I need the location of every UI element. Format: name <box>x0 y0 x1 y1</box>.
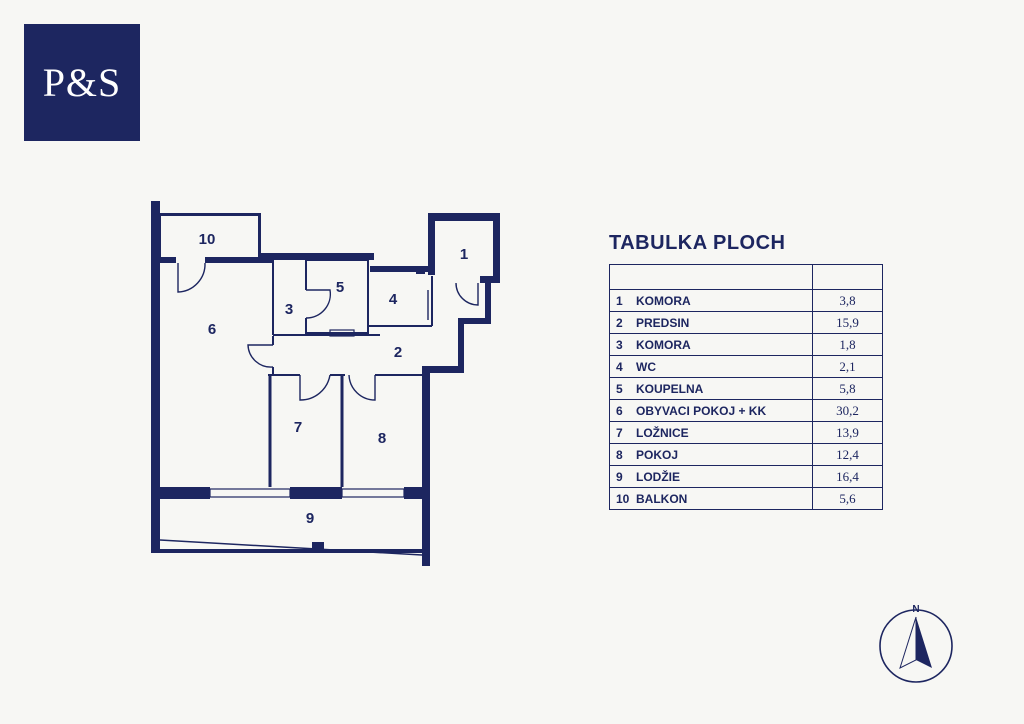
wall <box>458 318 491 324</box>
room-name: POKOJ <box>636 447 679 462</box>
wall <box>370 266 430 272</box>
room-number: 3 <box>616 337 623 352</box>
room-label-3: 3 <box>285 301 293 318</box>
wall <box>485 283 491 323</box>
header-name <box>609 264 813 290</box>
room-area: 13,9 <box>812 421 883 444</box>
table-row: 10 BALKON 5,6 <box>609 487 883 510</box>
room-name: LODŽIE <box>636 469 680 484</box>
room-name-cell: 4 WC <box>609 355 813 378</box>
wall <box>458 318 464 372</box>
room-area: 5,6 <box>812 487 883 510</box>
wall <box>416 266 425 274</box>
table-row: 7 LOŽNICE 13,9 <box>609 421 883 444</box>
compass-north-label: N <box>912 604 919 615</box>
room-number: 2 <box>616 315 623 330</box>
wall <box>480 276 500 283</box>
room-area: 12,4 <box>812 443 883 466</box>
room-number: 5 <box>616 381 623 396</box>
brand-logo-text: P&S <box>42 60 122 105</box>
room-number: 8 <box>616 447 623 462</box>
room-number: 6 <box>616 403 623 418</box>
table-row: 4 WC 2,1 <box>609 355 883 378</box>
wall <box>258 253 374 260</box>
room-label-6: 6 <box>208 321 216 338</box>
wall <box>160 257 176 263</box>
room-name: KOUPELNA <box>636 381 704 396</box>
room-label-7: 7 <box>294 419 302 436</box>
room-name-cell: 10 BALKON <box>609 487 813 510</box>
room-label-4: 4 <box>389 291 398 308</box>
room-area: 1,8 <box>812 333 883 356</box>
wall <box>404 487 424 499</box>
table-header-row <box>609 264 883 290</box>
north-compass-icon: N <box>879 604 953 683</box>
table-row: 9 LODŽIE 16,4 <box>609 465 883 488</box>
table-row: 5 KOUPELNA 5,8 <box>609 377 883 400</box>
room-label-10: 10 <box>199 231 216 248</box>
room-label-2: 2 <box>394 344 402 361</box>
room-name: LOŽNICE <box>636 425 689 440</box>
wall <box>422 366 430 566</box>
table-row: 6 OBYVACI POKOJ + KK 30,2 <box>609 399 883 422</box>
table-row: 2 PREDSIN 15,9 <box>609 311 883 334</box>
room-number: 4 <box>616 359 623 374</box>
room-number: 1 <box>616 293 623 308</box>
room-number: 9 <box>616 469 623 484</box>
room-name-cell: 6 OBYVACI POKOJ + KK <box>609 399 813 422</box>
wall <box>160 549 430 553</box>
wall <box>160 213 260 216</box>
room-number: 7 <box>616 425 623 440</box>
room-name: KOMORA <box>636 293 691 308</box>
wall <box>428 213 435 275</box>
room-name: KOMORA <box>636 337 691 352</box>
room-name: PREDSIN <box>636 315 690 330</box>
wall <box>422 366 464 373</box>
room-name-cell: 8 POKOJ <box>609 443 813 466</box>
room-name-cell: 7 LOŽNICE <box>609 421 813 444</box>
room-name: OBYVACI POKOJ + KK <box>636 403 767 418</box>
table-row: 3 KOMORA 1,8 <box>609 333 883 356</box>
wall <box>151 201 160 553</box>
wall <box>160 487 210 499</box>
room-number: 10 <box>616 491 630 506</box>
header-area <box>812 264 883 290</box>
room-name: WC <box>636 359 656 374</box>
table-row: 8 POKOJ 12,4 <box>609 443 883 466</box>
table-row: 1 KOMORA 3,8 <box>609 289 883 312</box>
room-area: 5,8 <box>812 377 883 400</box>
wall <box>493 213 500 283</box>
room-name-cell: 5 KOUPELNA <box>609 377 813 400</box>
room-label-9: 9 <box>306 510 314 527</box>
room-label-5: 5 <box>336 279 344 296</box>
room-label-8: 8 <box>378 430 386 447</box>
wall <box>258 213 261 260</box>
room-area: 15,9 <box>812 311 883 334</box>
room-name-cell: 9 LODŽIE <box>609 465 813 488</box>
room-area: 16,4 <box>812 465 883 488</box>
room-area: 30,2 <box>812 399 883 422</box>
room-area: 3,8 <box>812 289 883 312</box>
room-area: 2,1 <box>812 355 883 378</box>
wall <box>312 542 324 550</box>
wall <box>428 213 500 221</box>
room-label-1: 1 <box>460 246 468 263</box>
room-name-cell: 3 KOMORA <box>609 333 813 356</box>
room-name-cell: 2 PREDSIN <box>609 311 813 334</box>
brand-logo: P&S <box>24 24 140 141</box>
table-title: TABULKA PLOCH <box>609 232 786 254</box>
room-name: BALKON <box>636 491 688 506</box>
room-name-cell: 1 KOMORA <box>609 289 813 312</box>
wall <box>205 257 273 263</box>
wall <box>290 487 342 499</box>
